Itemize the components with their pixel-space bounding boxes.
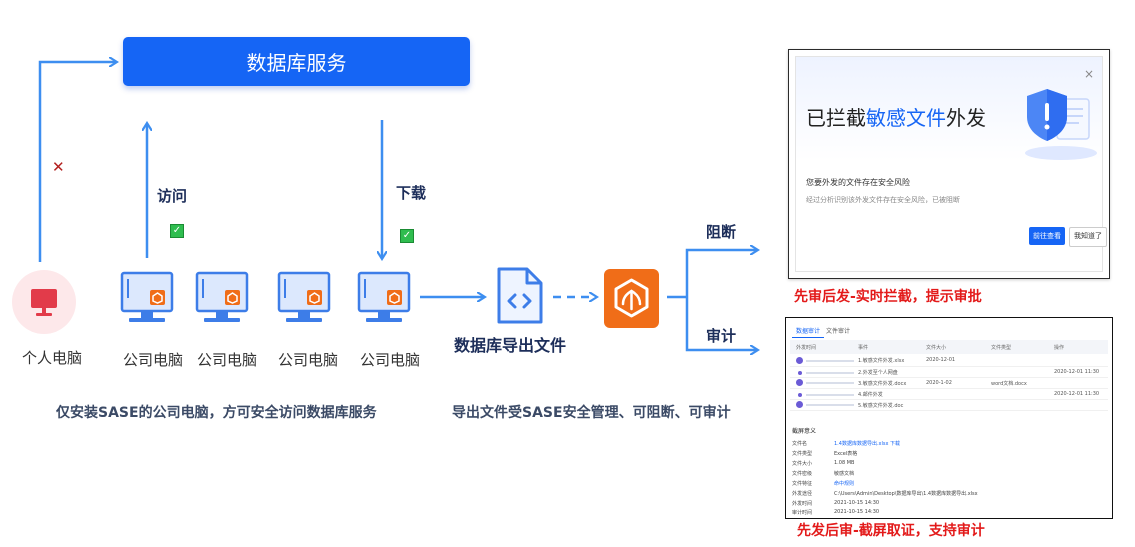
row-size: 2020-12-01 (926, 357, 956, 363)
timeline-dot-icon (796, 401, 803, 408)
detail-value: 2021-10-15 14:30 (834, 509, 880, 515)
timeline-bar (806, 372, 854, 374)
export-file-icon (493, 266, 545, 326)
detail-value[interactable]: 命中规则 (834, 481, 855, 487)
database-service-box: 数据库服务 (123, 37, 470, 86)
detail-title: 截屏意义 (792, 428, 817, 435)
tab-file-audit[interactable]: 文件审计 (826, 328, 851, 335)
detail-value: 敏感文档 (834, 471, 855, 477)
block-branch-arrow (685, 250, 757, 297)
table-row[interactable] (790, 366, 1108, 378)
row-op: 2020-12-01 11:30 (1054, 391, 1100, 397)
download-check-icon: ✓ (400, 229, 414, 243)
company-pc-1-label: 公司电脑 (123, 351, 184, 369)
right-caption: 导出文件受SASE安全管理、可阻断、可审计 (452, 405, 731, 421)
company-pc-1-icon (119, 270, 175, 326)
audit-panel-screenshot: 数据审计 文件审计 外发时间 事件 文件大小 文件类型 操作 1.敏感文件外发.… (785, 317, 1113, 519)
company-pc-4-label: 公司电脑 (360, 351, 421, 369)
column-header: 操作 (1054, 345, 1065, 351)
dialog-title: 已拦截敏感文件外发 (806, 102, 986, 131)
access-label: 访问 (157, 187, 188, 205)
dialog-title-highlight: 敏感文件 (866, 106, 946, 130)
close-icon[interactable]: × (1083, 67, 1094, 81)
tab-data-audit[interactable]: 数据审计 (792, 324, 825, 338)
table-row[interactable] (790, 399, 1108, 411)
database-service-label: 数据库服务 (246, 51, 347, 75)
timeline-dot-icon (796, 357, 803, 364)
row-event: 3.敏感文件外发.docx (858, 381, 907, 387)
detail-key: 文件类型 (792, 451, 813, 457)
row-event: 1.敏感文件外发.xlsx (858, 358, 905, 364)
sase-logo-icon (604, 269, 659, 328)
row-op: 2020-12-01 11:30 (1054, 369, 1100, 375)
row-event: 4.邮件外发 (858, 392, 883, 398)
row-size: 2020-1-02 (926, 380, 952, 386)
personal-pc-to-db-line (38, 62, 116, 262)
timeline-bar (806, 394, 854, 396)
left-caption: 仅安装SASE的公司电脑，方可安全访问数据库服务 (56, 405, 377, 421)
dialog-title-prefix: 已拦截 (806, 106, 866, 130)
acknowledge-button[interactable]: 我知道了 (1069, 227, 1107, 247)
access-check-icon: ✓ (170, 224, 184, 238)
timeline-dot-icon (798, 371, 802, 375)
table-row[interactable] (790, 388, 1108, 400)
detail-value: 1.08 MB (834, 460, 855, 466)
timeline-dot-icon (796, 379, 803, 386)
detail-key: 文件特征 (792, 481, 813, 487)
deny-mark-icon: ✕ (52, 158, 65, 176)
dialog-title-suffix: 外发 (946, 106, 986, 130)
detail-value[interactable]: 1.4数据库数据导出.xlsx 下载 (834, 441, 901, 447)
detail-key: 文件名 (792, 441, 808, 447)
timeline-bar (806, 360, 854, 362)
view-details-button[interactable]: 前往查看 (1029, 227, 1065, 245)
column-header: 文件大小 (926, 345, 947, 351)
block-note: 先审后发-实时拦截，提示审批 (794, 289, 982, 305)
personal-pc-icon (12, 270, 76, 334)
audit-table-header (790, 340, 1108, 354)
company-pc-3-label: 公司电脑 (278, 351, 339, 369)
company-pc-3-icon (276, 270, 332, 326)
company-pc-2-icon (194, 270, 250, 326)
timeline-bar (806, 382, 854, 384)
detail-value: Excel表格 (834, 451, 858, 457)
table-row[interactable] (790, 355, 1108, 367)
export-file-label: 数据库导出文件 (454, 336, 567, 355)
block-label: 阻断 (706, 223, 737, 241)
audit-branch-arrow (685, 297, 757, 350)
column-header: 文件类型 (991, 345, 1012, 351)
detail-key: 外发途径 (792, 491, 813, 497)
audit-label: 审计 (706, 327, 737, 345)
download-label: 下载 (396, 184, 427, 202)
personal-pc-label: 个人电脑 (22, 349, 83, 367)
company-pc-2-label: 公司电脑 (197, 351, 258, 369)
column-header: 事件 (858, 345, 869, 351)
column-header: 外发时间 (796, 345, 817, 351)
row-event: 2.外发至个人网盘 (858, 370, 898, 376)
detail-key: 审计时间 (792, 510, 813, 516)
dialog-description: 经过分析识别该外发文件存在安全风险，已被阻断 (806, 196, 960, 204)
shield-icon (1021, 77, 1101, 165)
audit-note: 先发后审-截屏取证，支持审计 (797, 523, 985, 539)
detail-key: 外发时间 (792, 501, 813, 507)
detail-key: 文件大小 (792, 461, 813, 467)
row-event: 5.敏感文件外发.doc (858, 403, 904, 409)
detail-key: 文件密级 (792, 471, 813, 477)
dialog-subtitle: 您要外发的文件存在安全风险 (806, 178, 910, 187)
timeline-dot-icon (798, 393, 802, 397)
detail-value: 2021-10-15 14:30 (834, 500, 880, 506)
blocked-dialog-screenshot: × 已拦截敏感文件外发 您要外发的文件存在安全风险 经过分析识别该外发文件存在安… (788, 49, 1110, 279)
timeline-bar (806, 404, 854, 406)
detail-value: C:\Users\Admin\Desktop\数据库导出\1.4数据库数据导出.… (834, 491, 978, 497)
company-pc-4-icon (356, 270, 412, 326)
row-type: word文档.docx (991, 381, 1027, 387)
table-row[interactable] (790, 377, 1108, 389)
